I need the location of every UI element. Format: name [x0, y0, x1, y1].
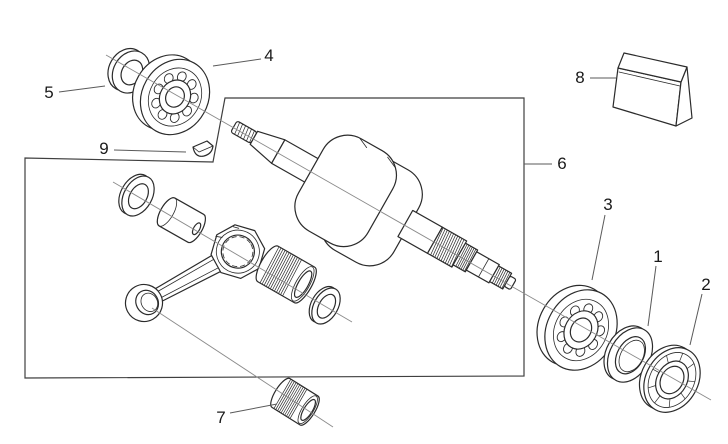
callout-9[interactable]: 9	[99, 139, 187, 158]
callout-number-label[interactable]: 7	[216, 408, 225, 427]
crankshaft-spline-collar-ribs	[455, 243, 477, 272]
ring-bore	[614, 336, 647, 375]
callout-number-label[interactable]: 6	[557, 154, 566, 173]
crank-web-left	[294, 134, 398, 248]
rod-big-end-scallops	[222, 236, 254, 268]
callout-3[interactable]: 3	[591, 195, 613, 281]
callout-leader-line	[58, 85, 106, 93]
callout-5[interactable]: 5	[44, 83, 106, 102]
part-3-ball-bearing	[536, 284, 618, 371]
crankshaft-splined-end-ribs	[491, 266, 511, 289]
crankshaft-thread-ribs	[430, 227, 465, 267]
rod-group-axis-centerline	[112, 181, 353, 323]
part-8-gasket-bag	[612, 52, 693, 127]
part-9-woodruff-key	[192, 140, 214, 157]
thrust-washer-right	[308, 285, 341, 325]
part-1-shim-ring	[603, 325, 654, 383]
big-end-needle-bearing	[255, 245, 317, 304]
part-group-outline-box	[24, 97, 525, 379]
bearing-outer-race	[553, 298, 609, 362]
bag-flap	[617, 52, 688, 83]
needle-cage-ribs	[259, 246, 302, 296]
callout-number-label[interactable]: 8	[575, 68, 584, 87]
callout-number-label[interactable]: 3	[603, 195, 612, 214]
callout-leader-line	[229, 403, 278, 414]
pin-body	[156, 197, 207, 244]
part-2-oil-seal	[638, 344, 701, 413]
needle-cage-end-face	[290, 266, 315, 302]
main-axis-centerline	[105, 54, 712, 401]
key-body	[192, 140, 214, 157]
crankshaft	[230, 121, 517, 290]
connecting-rod	[124, 224, 266, 323]
thrust-washer-left	[118, 173, 155, 217]
callout-leader-line	[212, 58, 262, 67]
small-end-axis-centerline	[151, 307, 334, 428]
callout-8[interactable]: 8	[575, 68, 616, 87]
callout-leader-line	[689, 293, 703, 346]
crank-web-notches	[359, 137, 396, 168]
crank-pin	[156, 197, 207, 244]
callout-6[interactable]: 6	[524, 154, 567, 173]
pin-left-face	[156, 197, 178, 227]
seal-bore	[659, 365, 685, 395]
callout-leader-line	[647, 265, 657, 327]
callout-number-label[interactable]: 2	[701, 275, 710, 294]
seal-radial-ribs	[648, 353, 695, 408]
bag-flap-fold-line	[618, 71, 681, 87]
rod-beam-ribs	[155, 254, 228, 299]
crankshaft-nose-thread-ribs	[234, 122, 255, 143]
callout-number-label[interactable]: 1	[653, 247, 662, 266]
crankshaft-tip	[504, 276, 517, 290]
rod-big-end-contour	[215, 229, 260, 274]
rod-big-end	[210, 224, 266, 280]
callout-4[interactable]: 4	[212, 46, 274, 67]
crankshaft-end-step	[478, 258, 490, 278]
needle-cage-bore	[300, 398, 317, 421]
rod-big-end-notches	[215, 226, 240, 238]
callout-1[interactable]: 1	[647, 247, 663, 327]
callout-number-label[interactable]: 9	[99, 139, 108, 158]
callout-number-label[interactable]: 5	[44, 83, 53, 102]
callout-leader-line	[591, 214, 606, 281]
washer-bore	[316, 293, 337, 319]
part-4-ball-bearing	[132, 54, 211, 136]
bearing-bore	[569, 317, 593, 343]
callout-7[interactable]: 7	[216, 403, 278, 427]
pin-end-hole	[191, 222, 202, 236]
ring-bore-inner-edge	[618, 339, 645, 373]
callout-leader-line	[113, 149, 187, 153]
bearing-outer-race	[147, 67, 203, 127]
rod-small-end-inner-edge	[140, 292, 159, 312]
key-edge	[192, 145, 214, 153]
callout-number-label[interactable]: 4	[264, 46, 273, 65]
callout-2[interactable]: 2	[689, 275, 711, 346]
